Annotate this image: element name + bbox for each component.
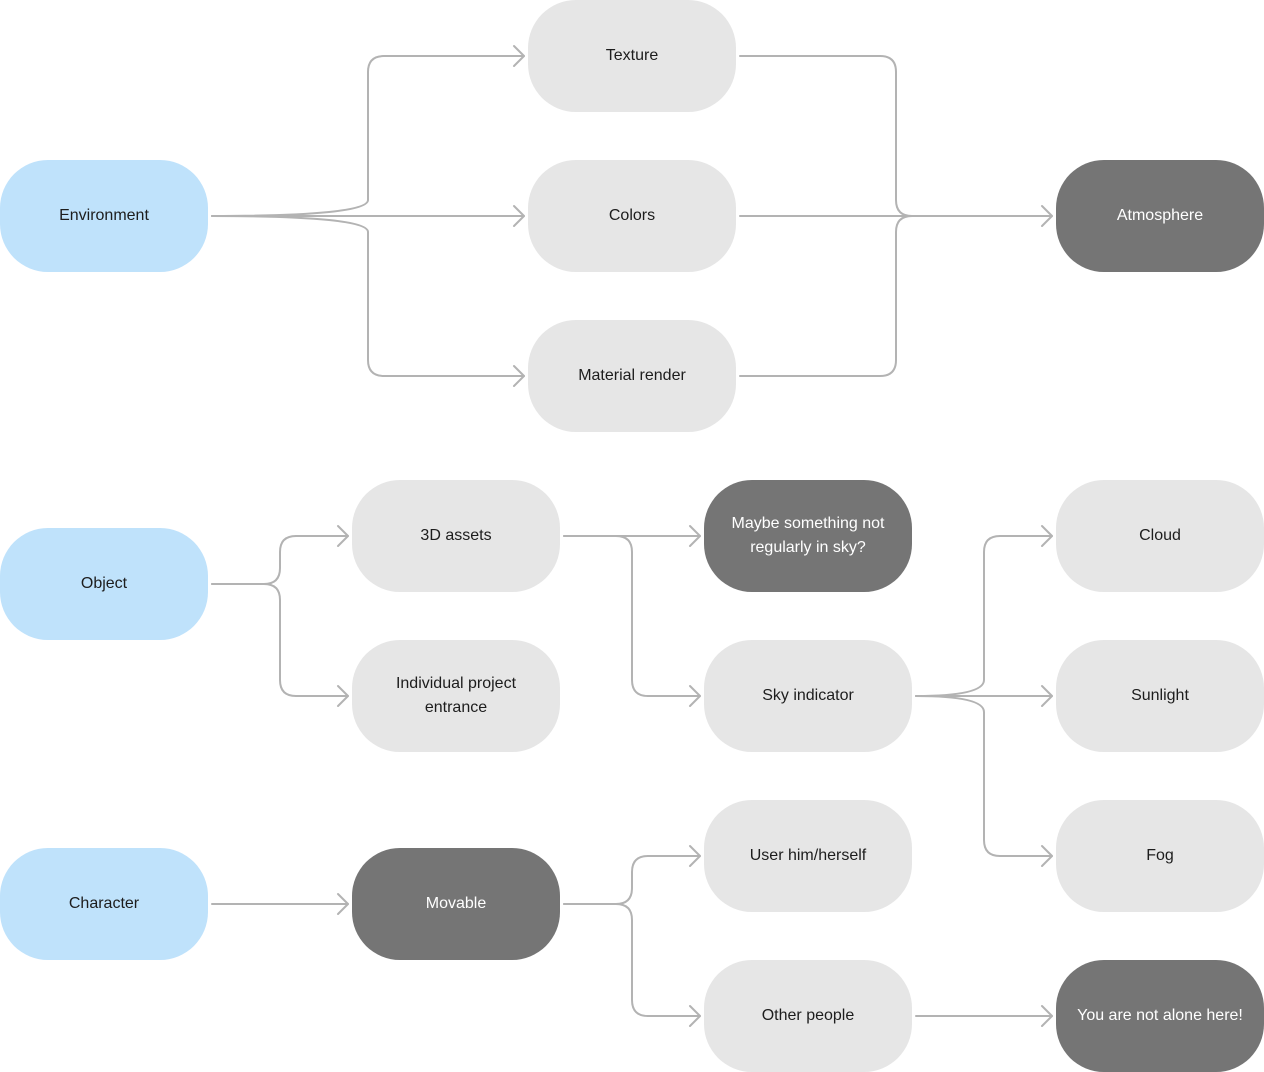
arrowhead — [513, 205, 525, 227]
arrowhead — [513, 45, 525, 67]
arrowhead — [337, 685, 349, 707]
connector-movable-user — [563, 855, 701, 905]
connector-movable-other — [563, 903, 701, 1017]
connector-environment-texture — [211, 55, 525, 217]
node-sky-indicator[interactable]: Sky indicator — [704, 640, 912, 752]
arrowhead — [689, 845, 701, 867]
node-cloud[interactable]: Cloud — [1056, 480, 1264, 592]
node-texture[interactable]: Texture — [528, 0, 736, 112]
connector-texture-atmosphere — [739, 55, 913, 217]
node-fog[interactable]: Fog — [1056, 800, 1264, 912]
node-character[interactable]: Character — [0, 848, 208, 960]
node-colors[interactable]: Colors — [528, 160, 736, 272]
connector-object-individual — [211, 583, 349, 697]
connector-sky-cloud — [915, 535, 1053, 697]
arrowhead — [1041, 845, 1053, 867]
node-material-render[interactable]: Material render — [528, 320, 736, 432]
node-atmosphere[interactable]: Atmosphere — [1056, 160, 1264, 272]
arrowhead — [689, 525, 701, 547]
node-individual-project-entrance[interactable]: Individual project entrance — [352, 640, 560, 752]
connector-sky-fog — [915, 695, 1053, 857]
arrowhead — [1041, 685, 1053, 707]
arrowhead — [513, 365, 525, 387]
node-maybe-something[interactable]: Maybe something not regularly in sky? — [704, 480, 912, 592]
connector-3d-assets-sky — [563, 535, 701, 697]
node-movable[interactable]: Movable — [352, 848, 560, 960]
arrowhead — [337, 893, 349, 915]
arrowhead — [689, 685, 701, 707]
arrowhead — [1041, 525, 1053, 547]
arrowhead — [1041, 1005, 1053, 1027]
arrowhead — [337, 525, 349, 547]
node-not-alone[interactable]: You are not alone here! — [1056, 960, 1264, 1072]
arrowhead — [689, 1005, 701, 1027]
node-user-self[interactable]: User him/herself — [704, 800, 912, 912]
node-3d-assets[interactable]: 3D assets — [352, 480, 560, 592]
connector-object-3d-assets — [211, 535, 349, 585]
arrowhead — [1041, 205, 1053, 227]
node-sunlight[interactable]: Sunlight — [1056, 640, 1264, 752]
connector-material-atmosphere — [739, 215, 913, 377]
node-environment[interactable]: Environment — [0, 160, 208, 272]
node-object[interactable]: Object — [0, 528, 208, 640]
node-other-people[interactable]: Other people — [704, 960, 912, 1072]
connector-environment-material — [211, 215, 525, 377]
